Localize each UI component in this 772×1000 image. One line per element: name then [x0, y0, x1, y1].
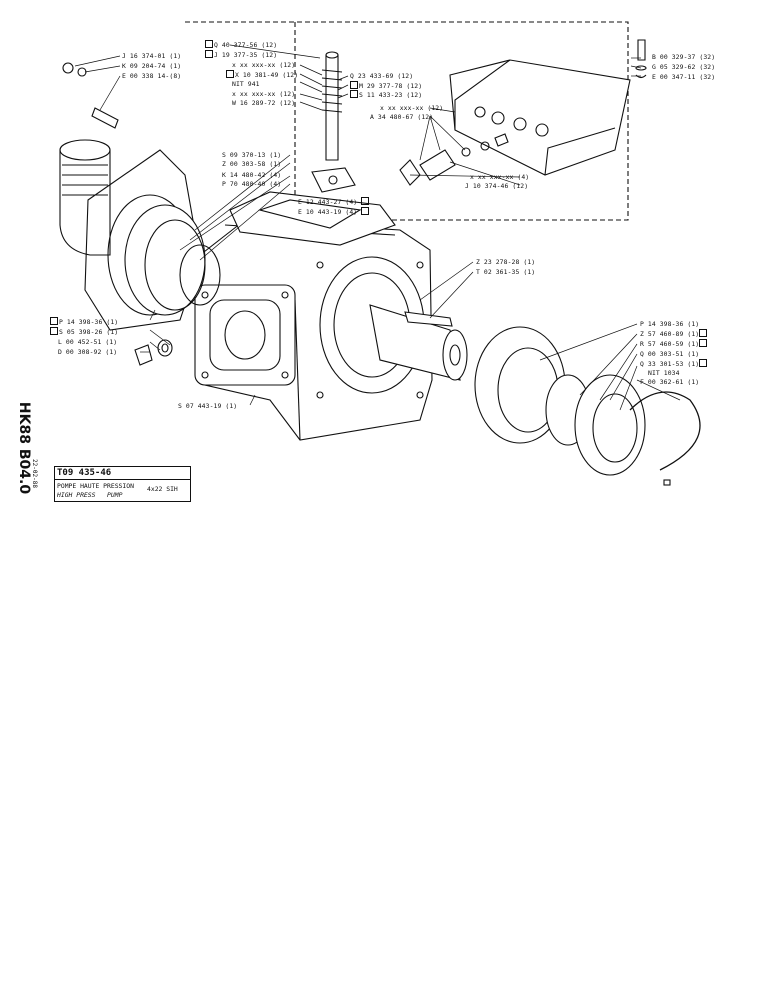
valve-parts [399, 133, 509, 186]
sheet-date: 22-02-88 [30, 459, 38, 488]
part-label: Z 23 278-28 (1) [476, 258, 536, 266]
part-label: NIT 941 [232, 80, 260, 88]
part-label: S 09 370-13 (1) [222, 151, 282, 159]
part-label: E 12 443-27 (4) [298, 197, 370, 206]
inlet-elbow [59, 139, 111, 256]
part-number: T09 435-46 [57, 468, 112, 478]
part-label: P 70 480-40 (4) [222, 180, 282, 188]
part-label: B 00 329-37 (32) [652, 53, 716, 61]
part-label: Z 57 460-89 (1) [640, 329, 708, 338]
part-label: X 10 381-49 (12) [226, 70, 298, 79]
left-flange [84, 149, 221, 331]
part-label: P 14 398-36 (1) [50, 317, 118, 326]
part-label: J 10 374-46 (12) [465, 182, 529, 190]
gasket [229, 191, 396, 246]
part-label: x xx xxx-xx (4) [470, 173, 530, 181]
part-label: S 05 398-26 (1) [50, 327, 118, 336]
plug-seal [134, 339, 173, 366]
part-label: T 02 361-35 (1) [476, 268, 536, 276]
part-label: E 00 347-11 (32) [652, 73, 716, 81]
part-label: P 14 398-36 (1) [640, 320, 700, 328]
drive-shaft [369, 304, 468, 381]
part-label: Q 33 301-53 (1) [640, 359, 708, 368]
part-label: S 07 443-19 (1) [178, 402, 238, 410]
part-label: x xx xxx-xx (12) [232, 90, 296, 98]
title-english: HIGH PRESS PUMP [57, 491, 123, 499]
title-block: T09 435-46 POMPE HAUTE PRESSION HIGH PRE… [54, 466, 191, 502]
part-label: D 00 308-92 (1) [58, 348, 118, 356]
part-label: x xx xxx-xx (12) [380, 104, 444, 112]
circlip [629, 391, 701, 471]
part-label: A 34 480-67 (12) [370, 113, 434, 121]
part-label: R 57 460-59 (1) [640, 339, 708, 348]
part-label: Z 00 303-58 (1) [222, 160, 282, 168]
part-label: M 29 377-78 (12) [350, 81, 422, 90]
part-label: Q 00 303-51 (1) [640, 350, 700, 358]
leader-lines [74, 44, 681, 411]
head-bolts [635, 39, 647, 79]
part-label: E 00 338 14-(8) [122, 72, 182, 80]
part-label: F 00 362-61 (1) [640, 378, 700, 386]
part-label: Q 23 433-69 (12) [350, 72, 414, 80]
part-label: x xx xxx-xx (12) [232, 61, 296, 69]
model-code: 4x22 SIH [147, 485, 178, 493]
bearing-seals [474, 326, 701, 486]
part-label: W 16 289-72 (12) [232, 99, 296, 107]
part-label: G 05 329-62 (32) [652, 63, 716, 71]
part-label: K 09 204-74 (1) [122, 62, 182, 70]
part-label: L 00 452-51 (1) [58, 338, 118, 346]
title-french: POMPE HAUTE PRESSION [57, 482, 134, 490]
part-label: J 19 377-35 (12) [205, 50, 277, 59]
part-label: S 11 433-23 (12) [350, 90, 422, 99]
title-divider [55, 479, 190, 480]
pump-head [449, 59, 631, 176]
sheet-code: HK88 B04.0 [16, 401, 32, 495]
part-label: J 16 374-01 (1) [122, 52, 182, 60]
part-label: K 14 480-42 (4) [222, 171, 282, 179]
part-label: Q 40 377-56 (12) [205, 40, 277, 49]
plunger-assembly [311, 51, 356, 193]
part-label: E 10 443-19 (4) [298, 207, 370, 216]
part-label: NIT 1034 [648, 369, 680, 377]
fittings-top-left [62, 62, 119, 129]
